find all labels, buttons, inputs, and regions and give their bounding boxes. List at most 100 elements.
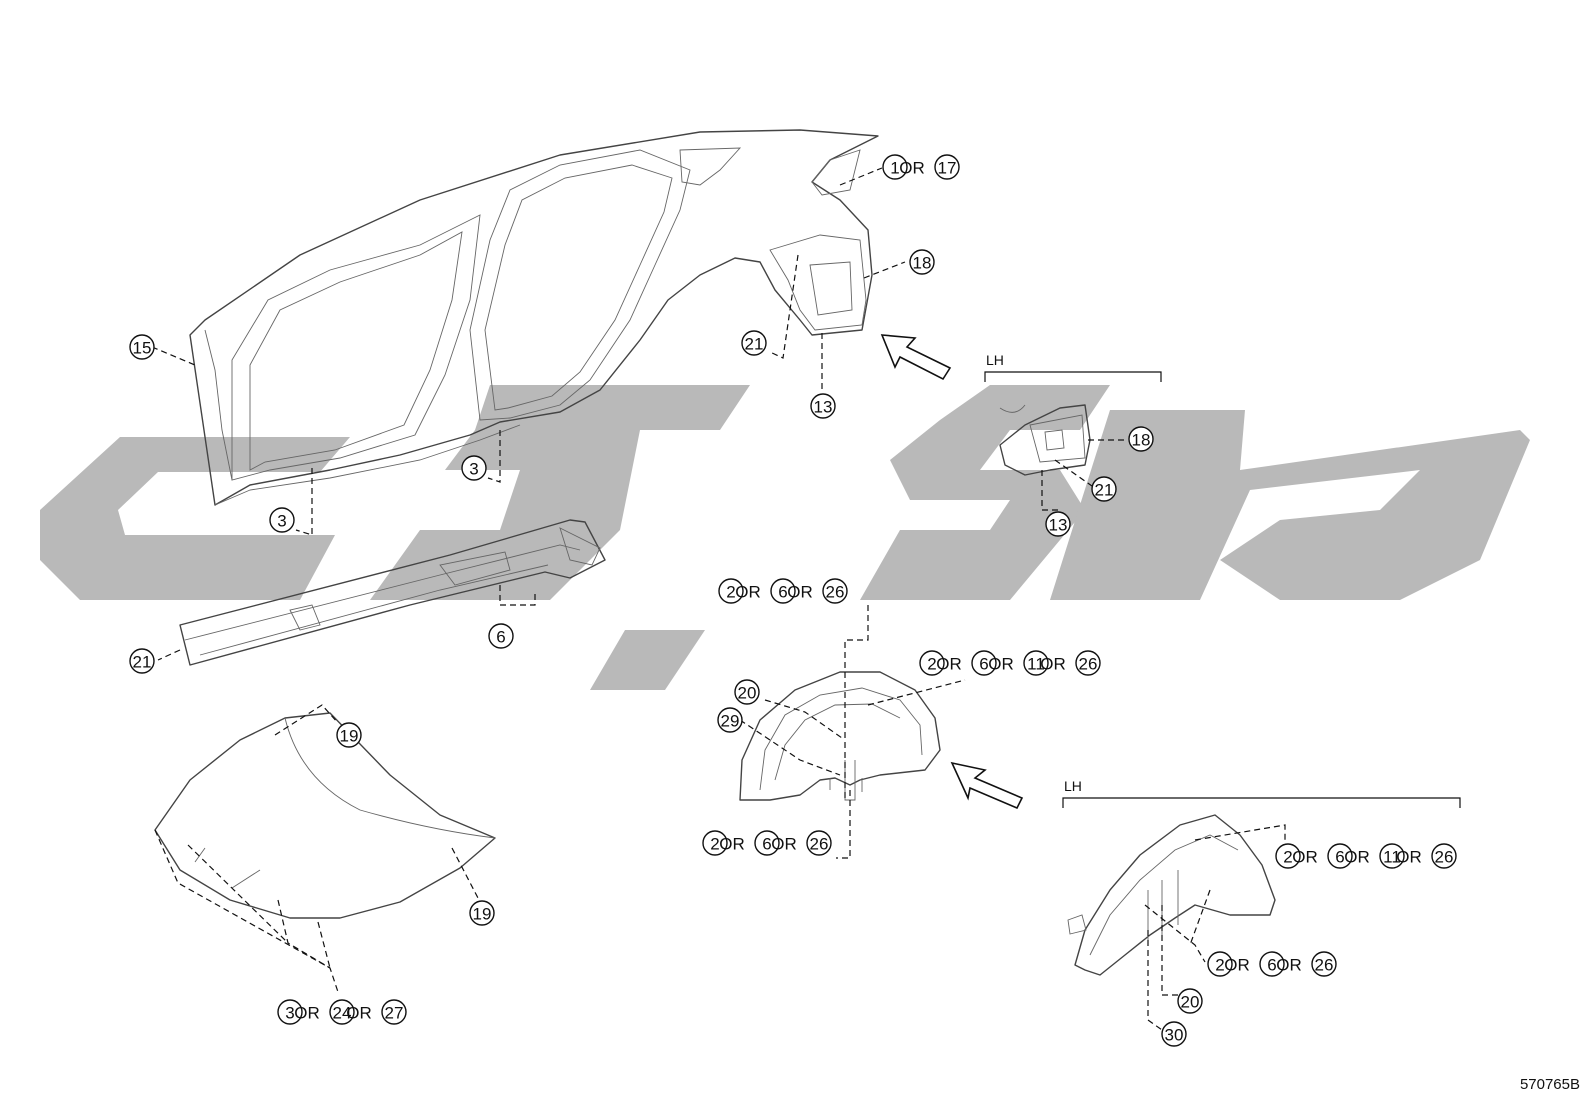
part-number-circle [810, 393, 836, 419]
part-number-circle [919, 650, 945, 676]
part-number-badge: 26 [1075, 650, 1101, 676]
part-number-badge: 2 [702, 830, 728, 856]
part-number-badge: 6 [488, 623, 514, 649]
part-number: 6 [979, 655, 988, 674]
callout-c-sill-3-a: 3 [269, 507, 295, 533]
part-number-badge: 19 [469, 900, 495, 926]
part-number-badge: 11 [1023, 650, 1049, 676]
part-number-circle [469, 900, 495, 926]
part-number: 2 [927, 655, 936, 674]
part-number-badge: 29 [717, 707, 743, 733]
part-number-badge: 1 [882, 154, 908, 180]
part-number: 6 [1335, 848, 1344, 867]
callout-c-sill-3-b: 3 [461, 455, 487, 481]
part-number-circle [717, 707, 743, 733]
part-number: 21 [133, 653, 152, 672]
callout-c-apron-20: 20 [734, 679, 760, 705]
part-number-badge: 19 [336, 722, 362, 748]
part-number-circle [1311, 951, 1337, 977]
part-number: 6 [778, 583, 787, 602]
or-separator: OR [1396, 848, 1422, 867]
part-number-badge: 11 [1379, 843, 1405, 869]
part-number-circle [129, 648, 155, 674]
lh-quarter-detail [999, 404, 1091, 476]
callout-c-top-18: 18 [909, 249, 935, 275]
part-number-badge: 18 [909, 249, 935, 275]
part-number-badge: 26 [822, 578, 848, 604]
part-number-badge: 20 [734, 679, 760, 705]
part-number-badge: 6 [971, 650, 997, 676]
part-number-badge: 13 [1045, 511, 1071, 537]
part-number: 21 [1095, 481, 1114, 500]
part-number: 15 [133, 339, 152, 358]
part-number-badge: 6 [754, 830, 780, 856]
part-number: 2 [710, 835, 719, 854]
body-side-outer-panel [189, 129, 879, 506]
callout-c-rocker-6: 6 [488, 623, 514, 649]
diagram-code: 570765B [1519, 1076, 1580, 1093]
lh-brackets [984, 371, 1461, 808]
part-number: 3 [277, 512, 286, 531]
part-number: 2 [726, 583, 735, 602]
part-number: 3 [285, 1004, 294, 1023]
part-number-badge: 6 [1327, 843, 1353, 869]
part-number: 17 [938, 159, 957, 178]
or-separator: OR [787, 583, 813, 602]
or-separator: OR [988, 655, 1014, 674]
part-number-badge: 13 [810, 393, 836, 419]
part-number: 18 [913, 254, 932, 273]
part-number-circle [909, 249, 935, 275]
part-number: 20 [1181, 993, 1200, 1012]
part-number-badge: 2 [1275, 843, 1301, 869]
part-number-circle [1275, 843, 1301, 869]
part-number-badge: 2 [1207, 951, 1233, 977]
lh-label-upper: LH [986, 352, 1004, 368]
part-number: 2 [1283, 848, 1292, 867]
or-separator: OR [1276, 956, 1302, 975]
part-number-badge: 21 [741, 330, 767, 356]
part-number-badge: 26 [1311, 951, 1337, 977]
callout-c-top-15: 15 [129, 334, 155, 360]
callout-c-rocker-21: 21 [129, 648, 155, 674]
callout-c-apron-29: 29 [717, 707, 743, 733]
or-separator: OR [1224, 956, 1250, 975]
part-number-circle [488, 623, 514, 649]
part-number-circle [1379, 843, 1405, 869]
part-number-circle [1091, 476, 1117, 502]
part-number-circle [754, 830, 780, 856]
part-number: 26 [1435, 848, 1454, 867]
part-number-badge: 3 [269, 507, 295, 533]
part-number: 1 [890, 159, 899, 178]
callout-c-hood-19-b: 19 [469, 900, 495, 926]
part-number-badge: 27 [381, 999, 407, 1025]
lh-wheel-house [1067, 814, 1276, 976]
part-number-badge: 2 [718, 578, 744, 604]
part-number-badge: 20 [1177, 988, 1203, 1014]
part-number-circle [277, 999, 303, 1025]
or-separator: OR [735, 583, 761, 602]
part-number-circle [971, 650, 997, 676]
part-number: 21 [745, 335, 764, 354]
or-separator: OR [1292, 848, 1318, 867]
rocker-panel [179, 519, 606, 666]
or-separator: OR [771, 835, 797, 854]
part-number-badge: 3 [461, 455, 487, 481]
part-number-badge: 26 [1431, 843, 1457, 869]
part-number: 29 [721, 712, 740, 731]
callout-c-lh-13: 13 [1045, 511, 1071, 537]
or-separator: OR [899, 159, 925, 178]
or-separator: OR [346, 1004, 372, 1023]
or-separator: OR [1040, 655, 1066, 674]
part-number: 27 [385, 1004, 404, 1023]
callout-c-top-21: 21 [741, 330, 767, 356]
part-number-circle [129, 334, 155, 360]
callout-c-lh-18: 18 [1128, 426, 1154, 452]
leader-lines [151, 167, 1286, 1031]
part-number-circle [770, 578, 796, 604]
